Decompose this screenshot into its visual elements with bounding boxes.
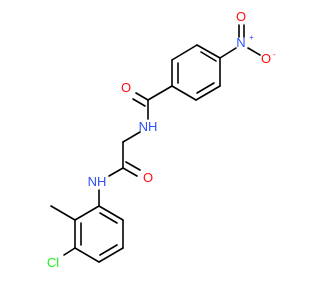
nh-label: NH	[88, 174, 107, 189]
bond	[98, 247, 124, 263]
bond	[132, 98, 146, 107]
bond	[135, 92, 149, 101]
bonds	[50, 24, 261, 263]
bond	[171, 44, 198, 61]
oxygen-label: O	[121, 80, 131, 95]
bond	[125, 161, 141, 171]
bond	[122, 131, 141, 143]
bond	[99, 212, 118, 224]
bond	[196, 44, 221, 59]
oxygen-label: O	[236, 9, 246, 24]
chlorine-label: Cl	[47, 255, 59, 270]
molecule-structure: N + O O - O NH O NH Cl	[47, 9, 276, 270]
bond	[98, 205, 124, 221]
nh-label: NH	[139, 119, 158, 134]
bond	[147, 85, 173, 101]
bond	[219, 47, 237, 59]
oxygen-label: O	[261, 51, 271, 66]
atom-labels: N + O O - O NH O NH Cl	[47, 9, 276, 270]
charge-minus: -	[273, 50, 276, 59]
molecule-canvas: N + O O - O NH O NH Cl	[47, 9, 276, 270]
bond	[74, 247, 100, 263]
charge-plus: +	[249, 33, 254, 42]
bond	[247, 47, 261, 56]
bond	[122, 167, 138, 177]
bond	[196, 82, 215, 94]
bond	[200, 51, 217, 62]
bond	[171, 85, 197, 101]
bond	[74, 205, 100, 221]
bond	[108, 167, 124, 177]
bond	[50, 205, 76, 221]
bond	[99, 244, 118, 256]
bond	[63, 247, 76, 256]
bond	[195, 85, 221, 101]
oxygen-label: O	[143, 170, 153, 185]
nitrogen-label: N	[236, 35, 245, 50]
